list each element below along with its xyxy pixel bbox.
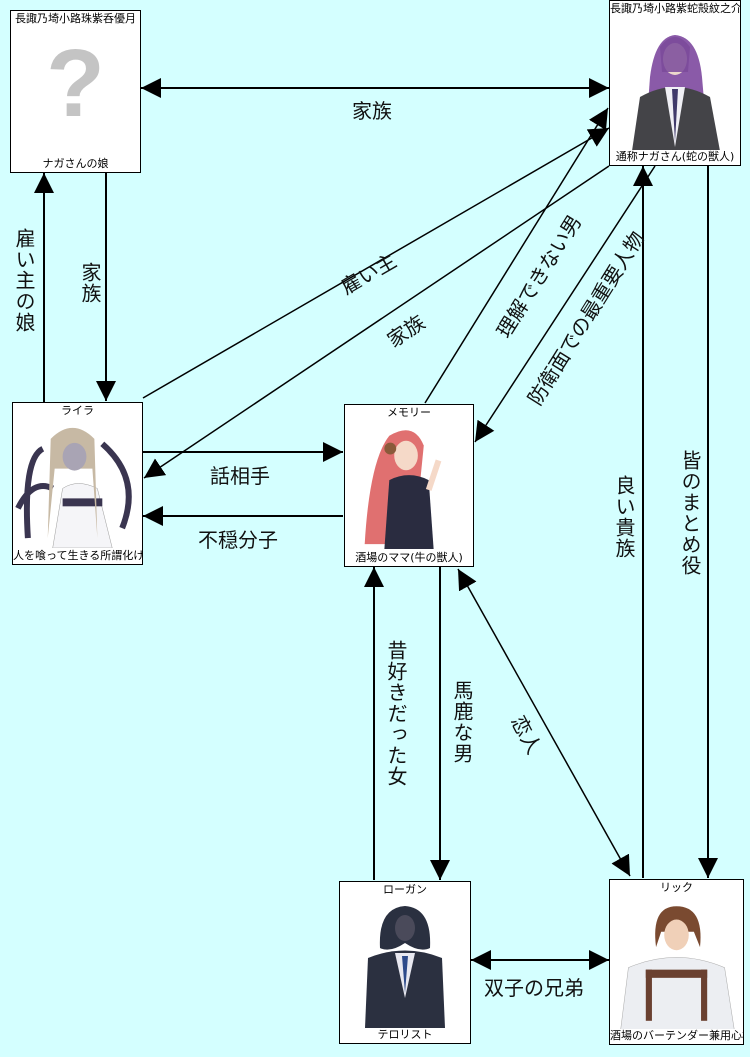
edge-naga-laila	[143, 165, 610, 479]
label-logan-rick: 双子の兄弟	[484, 976, 584, 1000]
character-portrait	[364, 430, 442, 549]
label-rick-naga: 良い貴族	[612, 475, 636, 559]
edge-laila-naga	[142, 127, 610, 399]
character-card-logan[interactable]: ローガン テロリスト	[339, 881, 471, 1044]
character-name: 長諏乃埼小路珠紫呑優月	[11, 12, 140, 26]
label-memory-logan: 馬鹿な男	[450, 680, 474, 764]
label-laila-memory: 話相手	[210, 464, 270, 488]
character-role: 人を喰って生きる所謂化け物	[13, 549, 143, 563]
character-name: ローガン	[340, 883, 470, 897]
character-name: ライラ	[13, 404, 142, 418]
character-portrait	[632, 35, 720, 151]
character-portrait	[619, 906, 736, 1034]
character-name: メモリー	[345, 406, 473, 420]
edge-memory-rick	[457, 568, 631, 877]
character-role: テロリスト	[340, 1028, 470, 1042]
label-naga-laila: 家族	[383, 310, 430, 352]
label-memory-rick: 恋人	[506, 711, 546, 758]
character-card-laila[interactable]: ライラ 人を喰って生きる所謂化け物	[12, 402, 143, 565]
character-role: ナガさんの娘	[11, 157, 140, 171]
label-daughter-naga: 家族	[352, 99, 392, 123]
question-mark-icon: ?	[46, 30, 105, 137]
label-logan-memory: 昔好きだった女	[384, 640, 408, 787]
character-card-daughter[interactable]: 長諏乃埼小路珠紫呑優月 ? ナガさんの娘	[10, 10, 141, 173]
label-naga-rick: 皆のまとめ役	[678, 450, 702, 576]
label-daughter-laila: 家族	[78, 262, 102, 304]
label-laila-daughter: 雇い主の娘	[12, 228, 36, 333]
character-portrait	[15, 427, 132, 548]
character-card-naga[interactable]: 長諏乃埼小路紫蛇殻紋之介 通称ナガさん(蛇の獣人)	[609, 0, 741, 166]
character-card-memory[interactable]: メモリー 酒場のママ(牛の獣人)	[344, 404, 474, 567]
character-card-rick[interactable]: リック 酒場のバーテンダー兼用心棒	[609, 879, 744, 1045]
character-role: 酒場のバーテンダー兼用心棒	[610, 1029, 744, 1043]
edge-memory-naga	[424, 107, 609, 404]
edge-naga-memory	[474, 165, 656, 443]
label-laila-naga: 雇い主	[337, 249, 401, 300]
character-portrait	[365, 906, 445, 1028]
character-name: リック	[610, 881, 743, 895]
character-role: 酒場のママ(牛の獣人)	[345, 551, 473, 565]
character-role: 通称ナガさん(蛇の獣人)	[610, 150, 740, 164]
character-name: 長諏乃埼小路紫蛇殻紋之介	[610, 2, 741, 16]
label-memory-laila: 不穏分子	[198, 528, 278, 552]
